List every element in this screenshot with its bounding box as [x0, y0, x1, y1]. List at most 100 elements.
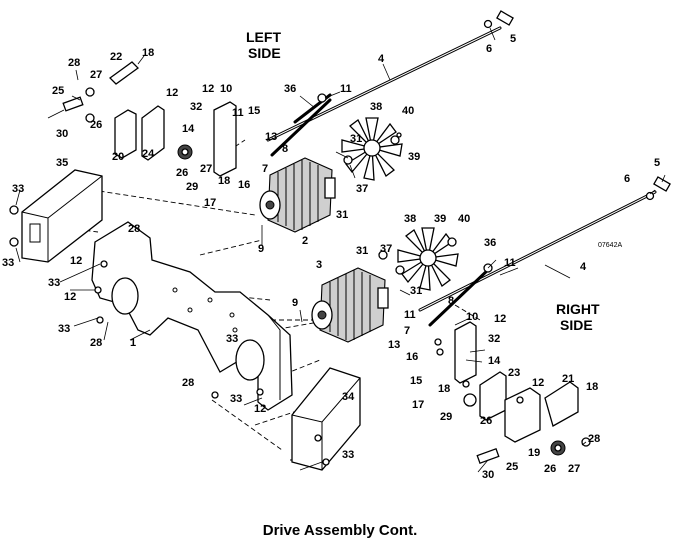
callout-31-d: 31 — [410, 285, 422, 297]
callout-28-low: 28 — [90, 337, 102, 349]
fan-38-lower — [397, 227, 459, 291]
left-brackets — [62, 61, 237, 177]
left-shield-35 — [21, 169, 103, 263]
callout-31-b: 31 — [336, 209, 348, 221]
callout-18-mid: 18 — [218, 175, 230, 187]
figure-code: 07642A — [598, 242, 622, 249]
callout-18-top: 18 — [142, 47, 154, 59]
callout-32-top: 32 — [190, 101, 202, 113]
callout-28-plate: 28 — [182, 377, 194, 389]
callout-12-f: 12 — [532, 377, 544, 389]
callout-33-e: 33 — [226, 333, 238, 345]
callout-33-c: 33 — [48, 277, 60, 289]
callout-11-a: 11 — [232, 107, 244, 119]
callout-37-bot: 37 — [380, 243, 392, 255]
callout-10-top: 10 — [220, 83, 232, 95]
callout-12-g: 12 — [254, 403, 266, 415]
callout-16-top: 16 — [238, 179, 250, 191]
callout-9-bot: 9 — [292, 297, 298, 309]
callout-28-mid: 28 — [128, 223, 140, 235]
hardware — [9, 132, 524, 466]
hydro-pump-3 — [311, 267, 389, 343]
callout-27-top: 27 — [90, 69, 102, 81]
callout-39-top: 39 — [408, 151, 420, 163]
callout-36-top: 36 — [284, 83, 296, 95]
callout-15-top: 15 — [248, 105, 260, 117]
callout-11-c: 11 — [504, 257, 516, 269]
callout-26-right: 26 — [544, 463, 556, 475]
callout-28-top: 28 — [68, 57, 80, 69]
callout-33-b: 33 — [2, 257, 14, 269]
callout-12-b: 12 — [202, 83, 214, 95]
callout-10-bot: 10 — [466, 311, 478, 323]
callout-6-top: 6 — [486, 43, 492, 55]
callout-27-bot: 27 — [568, 463, 580, 475]
right-brackets — [454, 321, 591, 465]
callout-28-bot: 28 — [588, 433, 600, 445]
callout-29-top: 29 — [186, 181, 198, 193]
callout-4-bot: 4 — [580, 261, 587, 273]
callout-40-bot: 40 — [458, 213, 470, 225]
callout-7-top: 7 — [262, 163, 268, 175]
callout-36-bot: 36 — [484, 237, 496, 249]
callout-29-bot: 29 — [440, 411, 452, 423]
callout-11-d: 11 — [404, 309, 416, 321]
callout-12-c: 12 — [70, 255, 82, 267]
callout-32-bot: 32 — [488, 333, 500, 345]
callout-11-b: 11 — [340, 83, 352, 95]
callout-21: 21 — [562, 373, 574, 385]
callout-34: 34 — [342, 391, 355, 403]
callout-31-c: 31 — [356, 245, 368, 257]
callout-30-bot: 30 — [482, 469, 494, 481]
callout-26-bot: 26 — [480, 415, 492, 427]
callout-4-top: 4 — [378, 53, 385, 65]
callout-35: 35 — [56, 157, 68, 169]
callout-18-right: 18 — [586, 381, 598, 393]
callout-18-bot: 18 — [438, 383, 450, 395]
callout-12-a: 12 — [166, 87, 178, 99]
callout-2: 2 — [302, 235, 308, 247]
hydro-pump-2 — [259, 157, 336, 233]
callout-13-top: 13 — [265, 131, 277, 143]
left-side-label-line1: LEFT — [246, 29, 281, 45]
callout-17-top: 17 — [204, 197, 216, 209]
callout-1: 1 — [130, 337, 136, 349]
callout-15-bot: 15 — [410, 375, 422, 387]
callout-8-bot: 8 — [448, 295, 454, 307]
rod-ends-5-6 — [483, 10, 671, 201]
figure-caption: Drive Assembly Cont. — [262, 522, 418, 539]
callout-17-bot: 17 — [412, 399, 424, 411]
callout-26-mid: 26 — [176, 167, 188, 179]
callout-37-top: 37 — [356, 183, 368, 195]
callout-38-bot: 38 — [404, 213, 416, 225]
callout-31-a: 31 — [350, 133, 362, 145]
callout-27-mid: 27 — [200, 163, 212, 175]
callout-12-d: 12 — [64, 291, 76, 303]
callout-33-a: 33 — [12, 183, 24, 195]
right-side-label-line2: SIDE — [560, 317, 593, 333]
callout-5-top: 5 — [510, 33, 516, 45]
callout-40-top: 40 — [402, 105, 414, 117]
callout-23: 23 — [508, 367, 520, 379]
callout-12-e: 12 — [494, 313, 506, 325]
callout-16-bot: 16 — [406, 351, 418, 363]
mounting-plate-1 — [91, 221, 293, 411]
callout-33-g: 33 — [342, 449, 354, 461]
left-side-label-line2: SIDE — [248, 45, 281, 61]
callout-14-bot: 14 — [488, 355, 501, 367]
control-rods — [266, 26, 657, 327]
callout-25-bot: 25 — [506, 461, 518, 473]
callout-33-f: 33 — [230, 393, 242, 405]
callout-9-top: 9 — [258, 243, 264, 255]
callout-7-bot: 7 — [404, 325, 410, 337]
callout-20: 20 — [112, 151, 124, 163]
callout-33-d: 33 — [58, 323, 70, 335]
leader-lines — [15, 27, 666, 473]
callout-25-top: 25 — [52, 85, 64, 97]
callout-13-bot: 13 — [388, 339, 400, 351]
right-side-label-line1: RIGHT — [556, 301, 600, 317]
callout-39-bot: 39 — [434, 213, 446, 225]
callout-22: 22 — [110, 51, 122, 63]
callout-26-top: 26 — [90, 119, 102, 131]
